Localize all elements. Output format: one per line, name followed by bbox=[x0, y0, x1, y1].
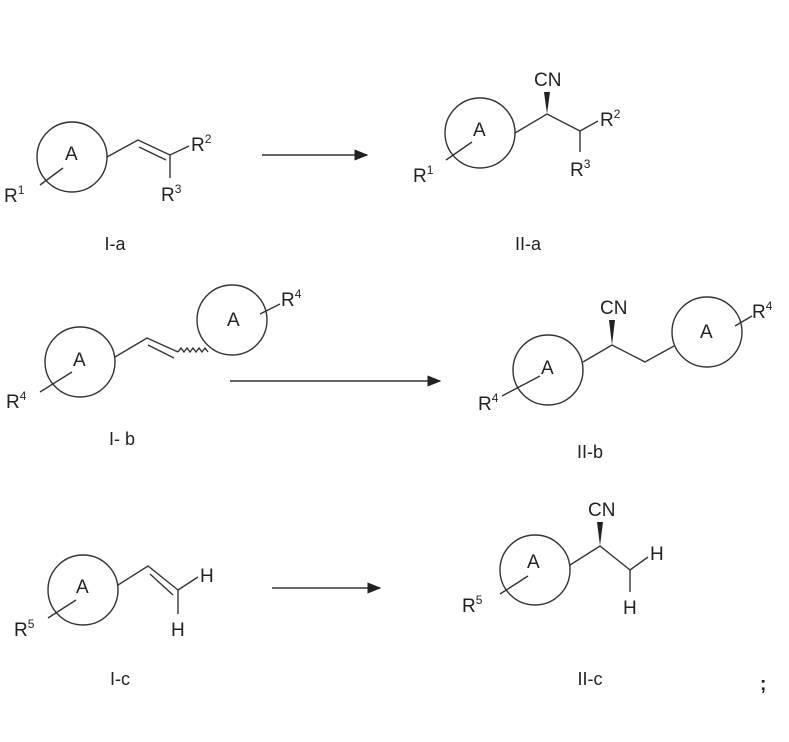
bond bbox=[39, 371, 73, 393]
semicolon: ; bbox=[760, 674, 766, 695]
substituent-r2: R2 bbox=[191, 132, 212, 156]
ring-a bbox=[44, 326, 116, 398]
bond bbox=[169, 145, 190, 156]
ring-a bbox=[671, 296, 743, 368]
label-I-c: I-c bbox=[110, 669, 130, 689]
label-II-c: II-c bbox=[578, 669, 603, 689]
hydrogen: H bbox=[171, 620, 185, 641]
substituent-r3: R3 bbox=[161, 182, 182, 206]
ring-label: A bbox=[76, 577, 89, 598]
ring-label: A bbox=[65, 144, 78, 165]
substituent-r5: R5 bbox=[14, 617, 35, 641]
compound-II-c: A R5 CN H H bbox=[462, 500, 664, 619]
hydrogen: H bbox=[650, 544, 664, 565]
substituent-r4: R4 bbox=[752, 299, 773, 323]
vinyl-chain bbox=[117, 565, 179, 591]
compound-II-a: A R1 CN R2 R3 bbox=[413, 70, 621, 187]
substituent-r4: R4 bbox=[281, 287, 302, 311]
ring-label: A bbox=[73, 350, 86, 371]
wavy-bond bbox=[177, 346, 209, 354]
bond bbox=[445, 141, 473, 161]
substituent-r2: R2 bbox=[600, 107, 621, 131]
ring-a bbox=[196, 284, 268, 356]
chain bbox=[582, 344, 675, 363]
wedge-bond bbox=[597, 522, 603, 546]
bond bbox=[47, 599, 77, 619]
bond bbox=[259, 303, 281, 315]
label-II-a: II-a bbox=[515, 234, 542, 254]
ring-label: A bbox=[227, 310, 240, 331]
ring-a bbox=[47, 554, 119, 626]
substituent-r5: R5 bbox=[462, 593, 483, 617]
hydrogen: H bbox=[623, 598, 637, 619]
bond bbox=[629, 556, 649, 571]
chain bbox=[569, 545, 631, 571]
nitrile-group: CN bbox=[588, 500, 615, 521]
bond bbox=[39, 167, 64, 186]
substituent-r4: R4 bbox=[6, 389, 27, 413]
compound-I-c: A R5 H H bbox=[14, 554, 214, 641]
ring-label: A bbox=[541, 358, 554, 379]
label-I-a: I-a bbox=[104, 234, 126, 254]
wedge-bond bbox=[544, 92, 550, 114]
nitrile-group: CN bbox=[534, 70, 561, 91]
bond bbox=[177, 576, 199, 591]
compound-I-a: A R1 R2 R3 bbox=[4, 121, 212, 207]
nitrile-group: CN bbox=[600, 298, 627, 319]
compound-I-b: A R4 A R4 bbox=[6, 284, 302, 413]
wedge-bond bbox=[609, 320, 615, 345]
compound-II-b: A R4 CN A R4 bbox=[478, 296, 773, 415]
bond bbox=[501, 375, 541, 397]
substituent-r3: R3 bbox=[570, 157, 591, 181]
bond bbox=[499, 575, 529, 595]
vinyl-chain bbox=[114, 337, 179, 358]
double-bond bbox=[138, 146, 167, 161]
substituent-r1: R1 bbox=[4, 183, 25, 207]
ring-a bbox=[499, 534, 571, 606]
label-II-b: II-b bbox=[577, 442, 603, 462]
double-bond bbox=[147, 344, 175, 359]
hydrogen: H bbox=[200, 566, 214, 587]
vinyl-chain bbox=[106, 139, 171, 158]
bond bbox=[734, 315, 753, 327]
chain bbox=[514, 113, 581, 134]
ring-label: A bbox=[527, 552, 540, 573]
ring-label: A bbox=[700, 322, 713, 343]
ring-label: A bbox=[473, 120, 486, 141]
substituent-r1: R1 bbox=[413, 163, 434, 187]
label-I-b: I- b bbox=[109, 429, 135, 449]
double-bond bbox=[149, 573, 174, 596]
bond bbox=[579, 120, 599, 132]
ring-a bbox=[512, 334, 584, 406]
substituent-r4: R4 bbox=[478, 391, 499, 415]
